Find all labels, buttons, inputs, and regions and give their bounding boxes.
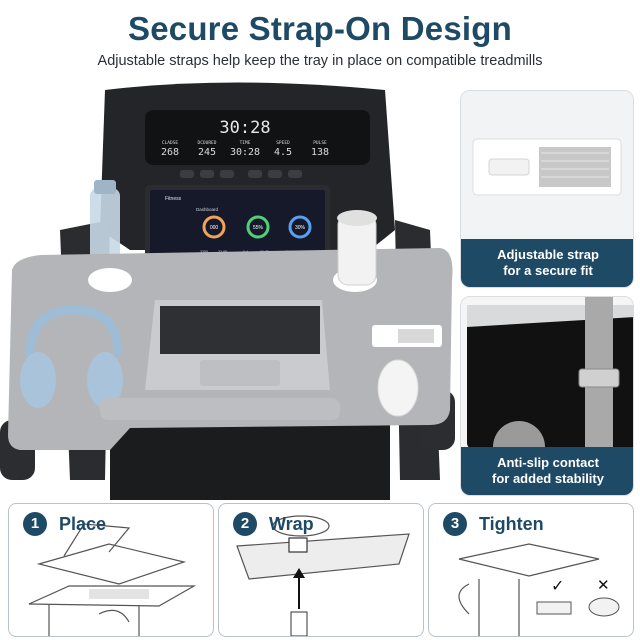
stat-ring — [202, 215, 226, 239]
stat-ring — [288, 215, 312, 239]
readout-value: 30:28 — [230, 147, 260, 158]
tray-outline — [36, 543, 187, 585]
hero-product-image: 30:28 CLADSE 268 DCOURED 245 TIME 30:28 … — [0, 80, 455, 500]
readout-value: 268 — [161, 147, 179, 158]
readout-label: SPEED — [276, 140, 290, 146]
stat-value: 30% — [295, 225, 306, 231]
cup-holder-outline — [272, 515, 330, 537]
treadmill-tray-scene: 30:28 CLADSE 268 DCOURED 245 TIME 30:28 … — [0, 82, 455, 500]
step-label: Tighten — [479, 513, 544, 534]
feature-card-strap: Adjustable strap for a secure fit — [460, 90, 634, 288]
readout-label: TIME — [240, 140, 251, 146]
strap-anchor — [288, 537, 308, 553]
page-subtitle: Adjustable straps help keep the tray in … — [97, 53, 543, 69]
step-tighten: 3 Tighten ✓ ✕ — [428, 503, 634, 637]
wrist-rest — [100, 398, 340, 420]
laptop-trackpad — [200, 360, 280, 386]
step-illustration — [458, 543, 620, 636]
headphones-left-cup — [20, 352, 56, 408]
feature-caption-line: for added stability — [492, 471, 604, 486]
strap-grip-pad — [539, 147, 611, 187]
stat-ring — [246, 215, 270, 239]
step-illustration — [28, 523, 197, 636]
step-number-badge: 3 — [443, 512, 467, 536]
cup-lid — [337, 210, 377, 226]
headphones-band — [25, 305, 123, 356]
stat-value: 55% — [253, 225, 264, 231]
readout-label: DCOURED — [198, 140, 217, 146]
feature-caption-line: Adjustable strap — [497, 247, 599, 262]
computer-mouse — [377, 359, 419, 417]
feature-caption: Adjustable strap for a secure fit — [461, 239, 633, 287]
cross-icon: ✕ — [597, 577, 610, 594]
headphones-right-cup — [87, 352, 123, 408]
strap-highlight — [89, 589, 149, 599]
console-button-row — [180, 170, 302, 178]
strap-loop — [458, 583, 470, 615]
step-number-badge: 2 — [233, 512, 257, 536]
stat-value: 000 — [210, 225, 219, 231]
feature-caption-line: Anti-slip contact — [497, 455, 599, 470]
strap-outline — [98, 609, 130, 623]
step-place: 1 Place — [8, 503, 214, 637]
readout-label: CLADSE — [162, 140, 179, 146]
feature-card-antislip: Anti-slip contact for added stability — [460, 296, 634, 496]
correct-strap-diagram — [536, 601, 572, 615]
tray-outline — [458, 543, 600, 577]
check-icon: ✓ — [551, 578, 565, 595]
metric-value: 3355 — [200, 250, 208, 254]
strap-buckle — [290, 611, 308, 636]
incorrect-strap-diagram — [588, 597, 620, 617]
step-number-badge: 1 — [23, 512, 47, 536]
phone-slot-pad — [398, 329, 434, 343]
bottle-cap — [94, 180, 116, 194]
feature-caption: Anti-slip contact for added stability — [461, 447, 633, 495]
readout-value: 4.5 — [274, 147, 292, 158]
laptop-keyboard — [160, 306, 320, 354]
readout-label: PULSE — [313, 140, 327, 146]
app-name: Fitness — [165, 196, 182, 202]
panel-title: Dashboard — [196, 207, 219, 212]
arrow-head — [293, 568, 305, 578]
lower-tray-outline — [28, 585, 197, 607]
treadmill-belt — [110, 420, 390, 500]
readout-value: 138 — [311, 147, 329, 158]
tray-outline — [236, 533, 410, 580]
step-label: Wrap — [269, 513, 314, 534]
strap-buckle — [578, 368, 620, 388]
feature-caption-line: for a secure fit — [503, 263, 593, 278]
console-display — [145, 110, 370, 165]
step-label: Place — [59, 513, 107, 534]
readout-value: 245 — [198, 147, 216, 158]
left-cup-holder — [88, 268, 132, 292]
tablet-outline — [63, 523, 131, 557]
feature-image — [461, 91, 633, 241]
step-wrap: 2 Wrap — [218, 503, 424, 637]
feature-image — [461, 297, 633, 473]
console-main-time: 30:28 — [219, 118, 270, 138]
strap-slot — [488, 158, 530, 176]
page-title: Secure Strap-On Design — [128, 10, 512, 47]
step-illustration — [236, 515, 410, 636]
